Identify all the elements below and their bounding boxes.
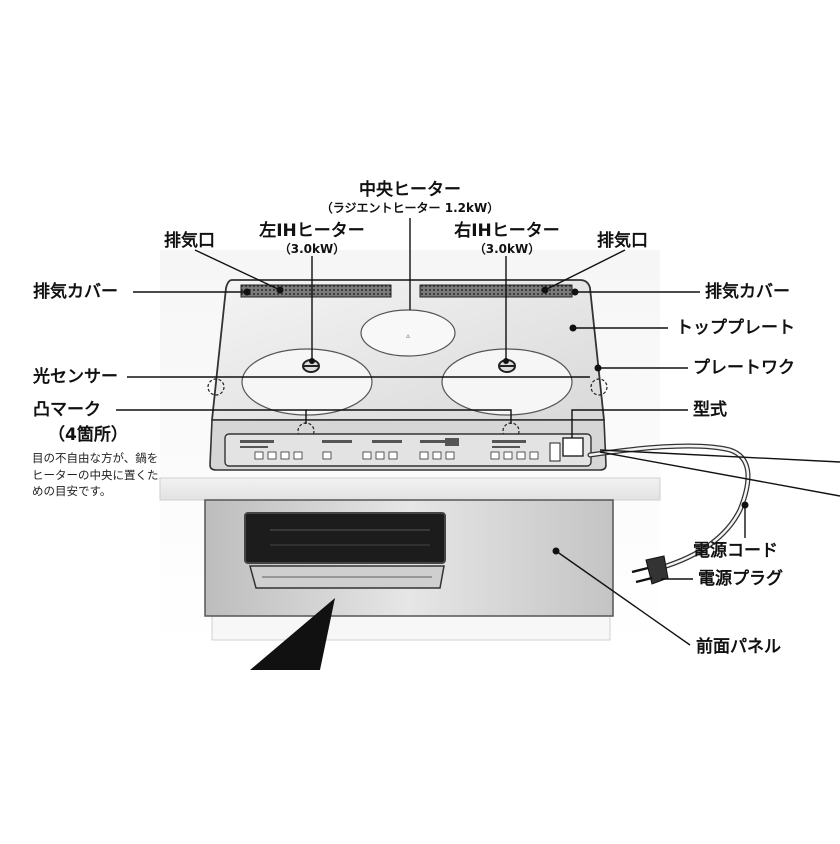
exhaust-grill-right (419, 284, 573, 298)
bump-mark-right (590, 378, 608, 396)
right-ih-label: 右IHヒーター (454, 221, 560, 241)
center-heater-label: 中央ヒーター (359, 180, 461, 200)
grill-window (244, 512, 446, 564)
model-plate (562, 437, 584, 457)
bump-mark-count: （4箇所） (48, 425, 128, 445)
exhaust-grill-left (240, 284, 392, 298)
control-strip (224, 433, 592, 467)
power-cord-label: 電源コード (693, 541, 778, 561)
exhaust-cover-right-label: 排気カバー (705, 282, 790, 302)
svg-text:⚠: ⚠ (406, 334, 411, 340)
power-plug-label: 電源プラグ (698, 569, 783, 589)
floor-wedge (250, 598, 335, 670)
exhaust-cover-left-label: 排気カバー (33, 282, 118, 302)
countertop (159, 477, 661, 501)
exhaust-port-left-label: 排気口 (164, 231, 215, 251)
center-heater-spec: （ラジエントヒーター 1.2kW） (320, 201, 500, 215)
bump-mark-left (207, 378, 225, 396)
top-plate-label: トッププレート (676, 318, 795, 338)
right-ih-spec: （3.0kW） (473, 242, 541, 256)
left-ih-spec: （3.0kW） (278, 242, 346, 256)
left-ih-ring (241, 348, 373, 416)
model-label: 型式 (693, 400, 727, 420)
light-sensor-label: 光センサー (33, 367, 118, 387)
exhaust-port-right-label: 排気口 (597, 231, 648, 251)
center-heater-ring (360, 309, 456, 357)
right-ih-ring (441, 348, 573, 416)
front-panel-label: 前面パネル (696, 637, 781, 657)
left-ih-label: 左IHヒーター (259, 221, 365, 241)
plate-work-label: プレートワク (693, 358, 795, 378)
bump-mark-label: 凸マーク (33, 400, 101, 420)
power-cord (588, 444, 750, 570)
bump-mark-note: 目の不自由な方が、鍋をヒーターの中央に置くための目安です。 (32, 451, 159, 499)
